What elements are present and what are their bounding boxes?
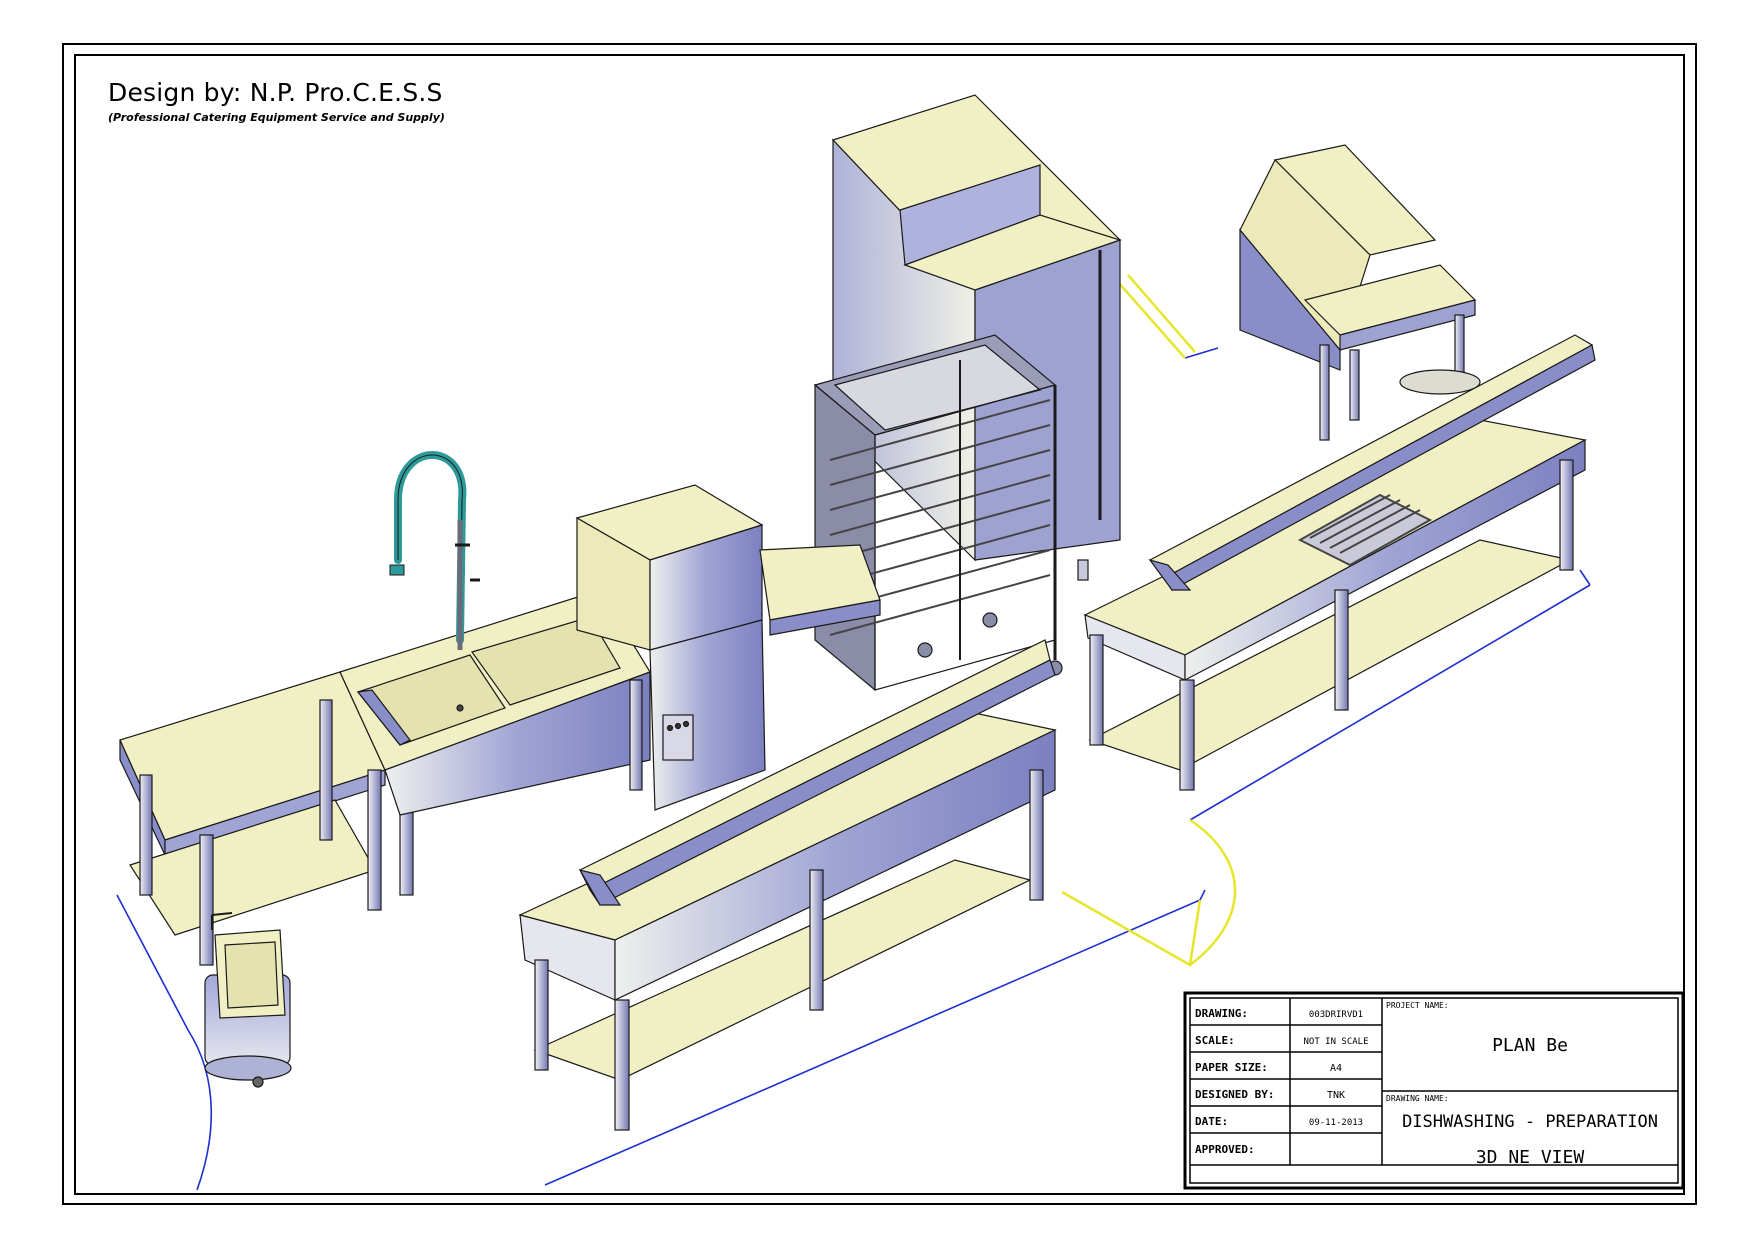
designer-prefix: Design by: [108,78,242,107]
pre-rinse-faucet [389,451,480,650]
tb-drawing-name-line2: 3D NE VIEW [1476,1147,1585,1168]
sink-table [119,589,651,966]
tb-drawing-label: DRAWING: [1195,1007,1248,1020]
designer-title: Design by: N.P. Pro.C.E.S.S [108,78,445,107]
title-block [1183,991,1685,1190]
tb-date-value: 09-11-2013 [1309,1118,1363,1128]
door-swing-lines [1061,274,1237,967]
pot-grate [1297,493,1433,567]
outer-frame [62,43,1697,1205]
tb-project-value: PLAN Be [1492,1035,1568,1056]
tb-drawing-name-line1: DISHWASHING - PREPARATION [1402,1112,1658,1132]
designer-name: N.P. Pro.C.E.S.S [249,78,443,107]
prep-table-right [1083,334,1596,791]
ice-machine [1239,144,1477,441]
tb-scale-value: NOT IN SCALE [1303,1037,1368,1047]
waste-bin-trolley [204,912,292,1088]
tb-designed-label: DESIGNED BY: [1195,1088,1274,1101]
tb-drawing-name-label: DRAWING NAME: [1386,1094,1449,1103]
tb-scale-label: SCALE: [1195,1034,1235,1047]
tb-paper-label: PAPER SIZE: [1195,1061,1268,1074]
hood-dishwasher [575,484,881,811]
designer-credit: Design by: N.P. Pro.C.E.S.S (Professiona… [108,78,445,124]
upright-refrigerator [831,94,1122,581]
inner-frame [74,54,1685,1195]
prep-table-center [518,639,1057,1131]
tb-approved-label: APPROVED: [1195,1143,1255,1156]
title-block-text: DRAWING: 003DRIRVD1 SCALE: NOT IN SCALE … [1195,1001,1658,1168]
tb-project-label: PROJECT NAME: [1386,1001,1449,1010]
tb-paper-value: A4 [1330,1063,1342,1074]
tb-date-label: DATE: [1195,1115,1228,1128]
tb-drawing-value: 003DRIRVD1 [1309,1010,1363,1020]
designer-subtitle: (Professional Catering Equipment Service… [108,111,445,124]
tb-designed-value: TNK [1327,1090,1345,1101]
